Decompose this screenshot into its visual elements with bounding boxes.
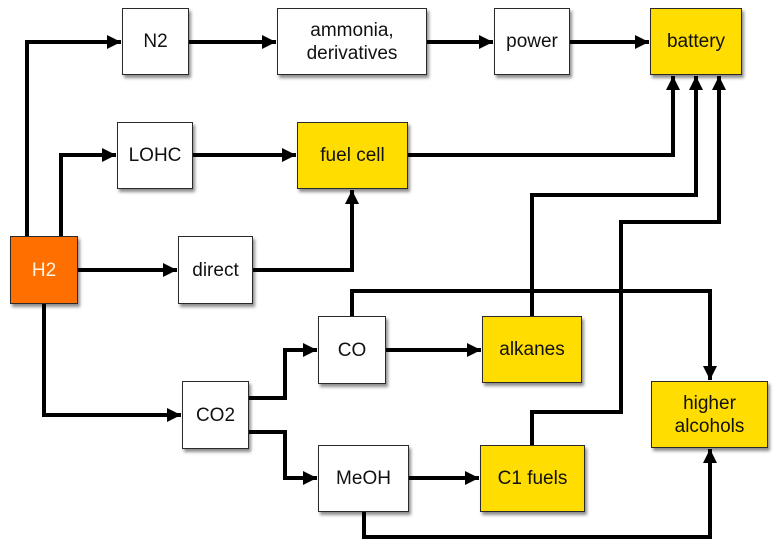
node-fuel-cell: fuel cell bbox=[297, 122, 408, 189]
edge-h2-co2 bbox=[42, 304, 181, 422]
node-c1-fuels: C1 fuels bbox=[480, 445, 585, 512]
node-meoh-label: MeOH bbox=[336, 468, 391, 489]
node-power: power bbox=[494, 8, 570, 75]
node-co: CO bbox=[318, 316, 386, 384]
edge-co2-co bbox=[249, 343, 317, 400]
node-direct-label: direct bbox=[192, 259, 239, 281]
node-n2-label: N2 bbox=[143, 31, 168, 52]
node-h2: H2 bbox=[10, 236, 78, 304]
node-n2: N2 bbox=[122, 8, 189, 75]
node-c1-fuels-label: C1 fuels bbox=[497, 468, 568, 489]
node-co2-label: CO2 bbox=[195, 404, 236, 426]
node-battery: battery bbox=[650, 8, 742, 75]
edge-c1fuels-battery bbox=[530, 76, 726, 445]
node-higher-alcohols: higher alcohols bbox=[651, 381, 768, 448]
node-co-label: CO bbox=[337, 339, 367, 361]
edge-co2-meoh bbox=[249, 430, 317, 485]
node-meoh: MeOH bbox=[318, 445, 409, 512]
node-co2: CO2 bbox=[182, 381, 249, 449]
node-battery-label: battery bbox=[666, 31, 726, 52]
node-fuel-cell-label: fuel cell bbox=[320, 145, 385, 166]
node-ammonia-derivatives: ammonia, derivatives bbox=[277, 8, 427, 75]
node-h2-label: H2 bbox=[31, 259, 57, 281]
node-alkanes-label: alkanes bbox=[499, 339, 565, 360]
node-direct: direct bbox=[178, 236, 253, 304]
edge-fuelcell-battery bbox=[408, 76, 680, 157]
edge-h2-lohc bbox=[59, 148, 116, 236]
node-ammonia-label: ammonia, derivatives bbox=[306, 19, 398, 64]
node-alkanes: alkanes bbox=[482, 316, 582, 383]
edge-meoh-higher-alcohols bbox=[362, 449, 717, 539]
edge-h2-n2 bbox=[25, 35, 121, 236]
node-higher-alcohols-label: higher alcohols bbox=[674, 392, 745, 437]
edge-direct-fuelcell bbox=[253, 190, 359, 272]
edge-alkanes-battery bbox=[530, 76, 703, 316]
node-power-label: power bbox=[506, 31, 558, 52]
node-lohc: LOHC bbox=[117, 122, 193, 189]
node-lohc-label: LOHC bbox=[128, 145, 182, 166]
